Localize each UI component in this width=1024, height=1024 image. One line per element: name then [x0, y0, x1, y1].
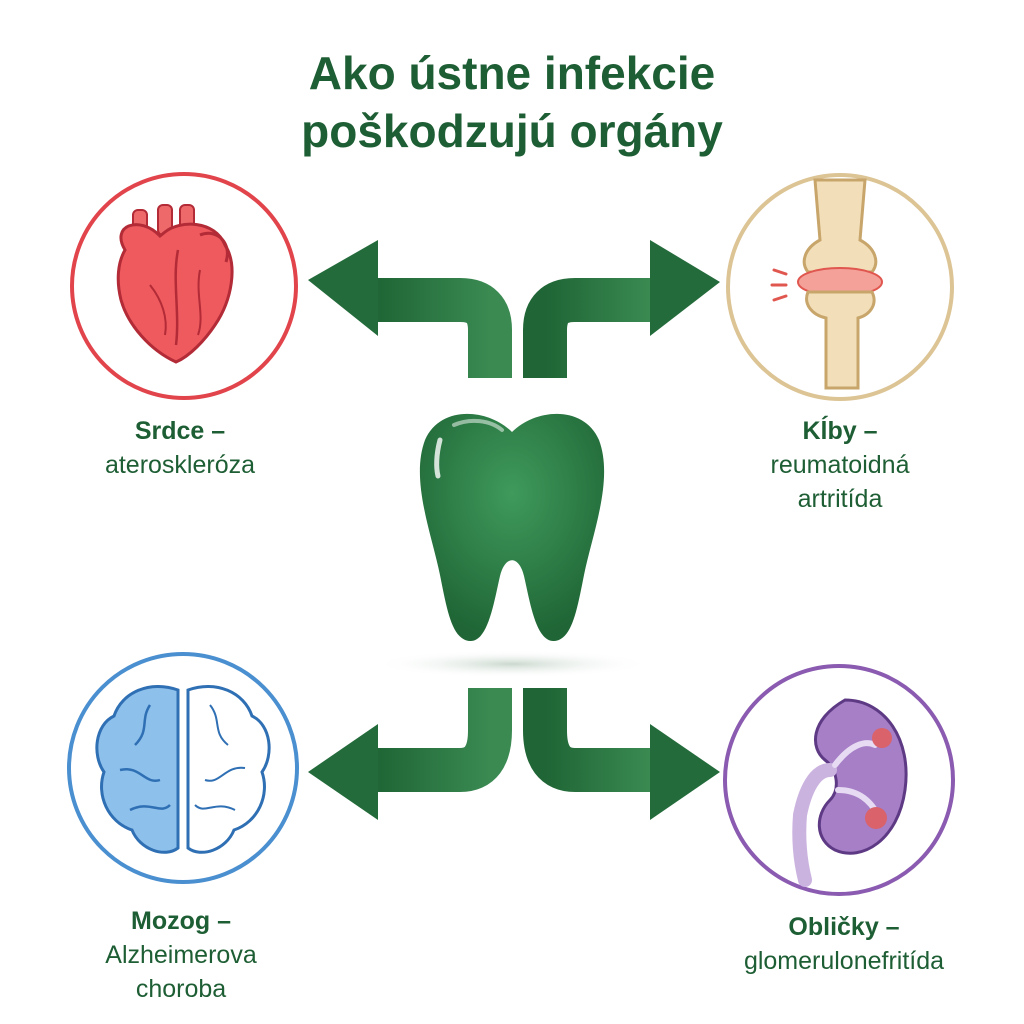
tooth-icon [419, 413, 605, 642]
brain-name: Mozog – [131, 907, 231, 935]
knee-joint-icon [770, 178, 883, 390]
kidney-label: Obličky – glomerulonefritída [694, 910, 994, 978]
arrow-to-kidney [523, 688, 720, 820]
joints-name: Kĺby – [802, 417, 878, 445]
kidney-name: Obličky – [788, 913, 900, 941]
joints-label: Kĺby – reumatoidná artritída [690, 414, 990, 516]
arrow-to-brain [308, 688, 512, 820]
tooth-shadow [372, 650, 652, 678]
brain-description-line-2: choroba [135, 975, 227, 1003]
heart-label: Srdce – ateroskleróza [30, 414, 330, 482]
joints-description-line-2: artritída [797, 485, 883, 513]
brain-icon [95, 685, 271, 854]
page-title: Ako ústne infekcie poškodzujú orgány [0, 44, 1024, 160]
brain-description-line-1: Alzheimerova [105, 941, 257, 969]
kidney-description: glomerulonefritída [743, 947, 945, 975]
arrow-to-heart [308, 240, 512, 378]
joints-description-line-1: reumatoidná [770, 451, 910, 479]
title-line-2: poškodzujú orgány [301, 105, 723, 157]
heart-icon [116, 204, 234, 364]
arrow-to-joints [523, 240, 720, 378]
heart-description: ateroskleróza [104, 451, 256, 479]
heart-name: Srdce – [134, 417, 226, 445]
kidney-icon [792, 698, 908, 887]
brain-label: Mozog – Alzheimerova choroba [31, 904, 331, 1006]
title-line-1: Ako ústne infekcie [308, 47, 716, 99]
